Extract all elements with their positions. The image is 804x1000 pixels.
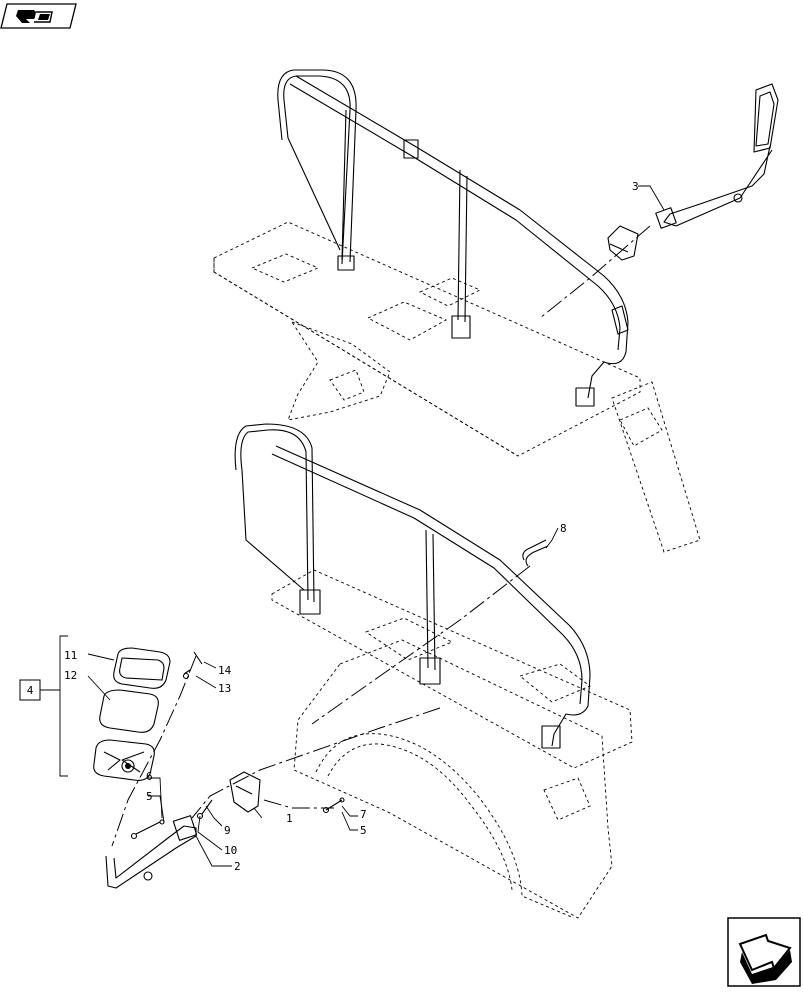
mirror-gasket-12 xyxy=(99,689,159,733)
callout-7: 7 xyxy=(360,808,367,821)
callout-13: 13 xyxy=(218,682,231,695)
callout-8: 8 xyxy=(560,522,567,535)
mirror-head xyxy=(93,739,155,781)
lower-centerline xyxy=(311,565,531,725)
mirror-kit-centerline xyxy=(111,655,197,847)
leader-lines xyxy=(87,185,665,867)
callout-10: 10 xyxy=(224,844,237,857)
callout-14: 14 xyxy=(218,664,232,677)
callout-11: 11 xyxy=(64,649,77,662)
callout-5-right: 5 xyxy=(360,824,367,837)
mirror-assembly-upper xyxy=(607,83,779,261)
lower-handrail xyxy=(234,423,591,749)
callout-1: 1 xyxy=(286,812,293,825)
mirror-arm-part-2 xyxy=(105,815,198,889)
callout-9: 9 xyxy=(224,824,231,837)
callout-6: 6 xyxy=(146,770,153,783)
upper-handrail xyxy=(277,69,629,407)
mirror-bracket-part-1 xyxy=(229,771,261,813)
mirror-centerline xyxy=(191,707,441,819)
callout-5-left: 5 xyxy=(146,790,153,803)
bracket-centerline xyxy=(263,799,334,809)
lower-platform xyxy=(271,569,633,919)
callout-12: 12 xyxy=(64,669,77,682)
callout-2: 2 xyxy=(234,860,241,873)
upper-platform xyxy=(213,221,701,553)
prev-page-button[interactable] xyxy=(0,3,77,29)
callout-3: 3 xyxy=(632,180,639,193)
group-label-4: 4 xyxy=(27,684,34,697)
clip-part-8 xyxy=(522,539,549,567)
next-page-button[interactable] xyxy=(727,917,801,987)
next-page-arrow-icon xyxy=(738,933,792,984)
book-arrow-icon xyxy=(16,10,53,23)
upper-centerline xyxy=(539,225,651,319)
kit-group-bracket xyxy=(19,635,68,777)
fasteners xyxy=(130,651,345,840)
mirror-glass-11 xyxy=(113,647,171,689)
